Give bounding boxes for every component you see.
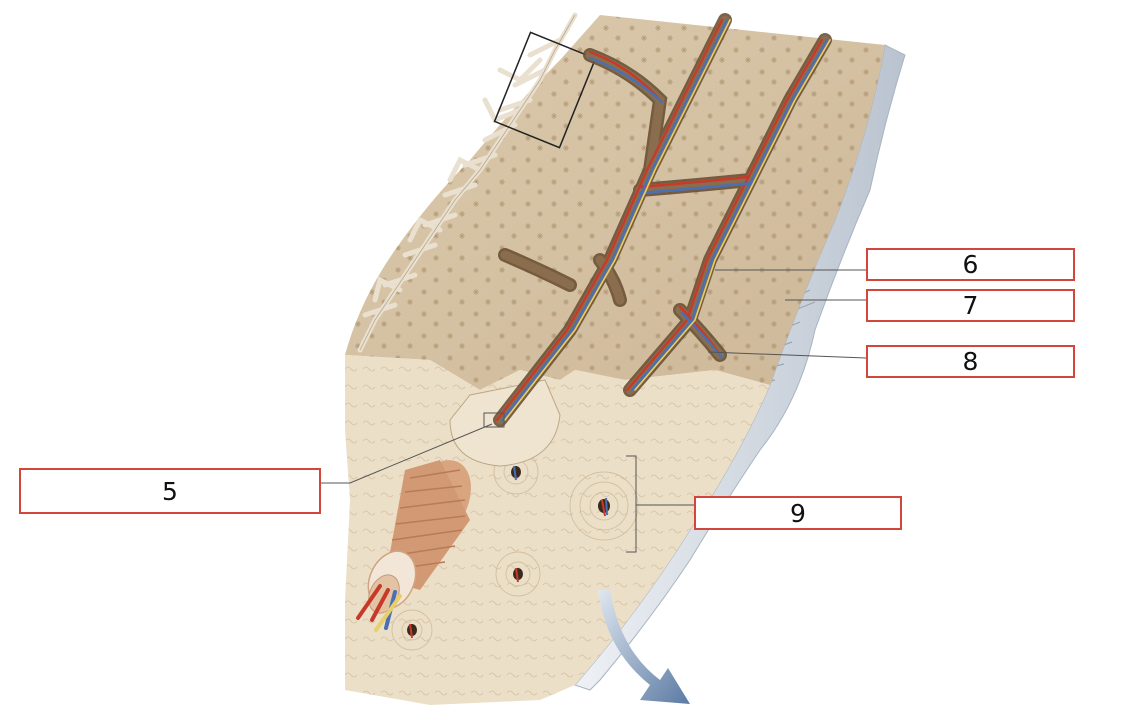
label-5[interactable]: 5 [19,468,321,514]
osteon-rings [391,449,639,651]
label-9-bracket [626,455,694,553]
label-7[interactable]: 7 [866,289,1075,322]
label-8[interactable]: 8 [866,345,1075,378]
direction-arrow [598,590,690,704]
osteon-cylinder [367,460,471,614]
osteocyte-lacunae [345,15,885,390]
canal-marker-box [483,412,505,428]
label-9[interactable]: 9 [694,496,902,530]
detail-inset-box [493,31,597,149]
label-6[interactable]: 6 [866,248,1075,281]
osteon-vessels [356,584,402,632]
leader-lines [320,269,867,484]
blood-vessels [495,18,831,422]
central-canals [407,465,610,639]
spongy-bone-outline [359,14,576,351]
